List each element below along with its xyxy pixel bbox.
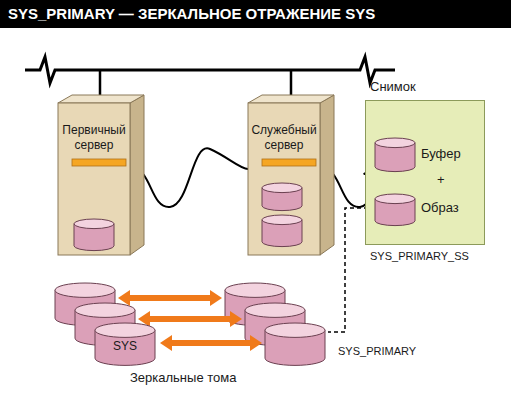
- node-label: Образ: [421, 200, 459, 215]
- node-label: Снимок: [370, 79, 416, 94]
- node-label: +: [437, 172, 445, 187]
- connector: [130, 148, 248, 207]
- disk-cylinder: [375, 194, 415, 226]
- node-shape: [58, 95, 144, 255]
- disk-cylinder: [375, 138, 415, 172]
- disk-cylinder: [95, 323, 155, 365]
- disk-cylinder: [265, 323, 325, 365]
- node-shape: [248, 95, 334, 255]
- title-bar: SYS_PRIMARY — ЗЕРКАЛЬНОЕ ОТРАЖЕНИЕ SYS: [0, 0, 511, 28]
- network-line: [25, 57, 395, 83]
- diagram-label: SYS_PRIMARY: [338, 345, 416, 357]
- diagram-title: SYS_PRIMARY — ЗЕРКАЛЬНОЕ ОТРАЖЕНИЕ SYS: [8, 5, 375, 22]
- node-shape: [365, 100, 485, 245]
- node-label: SYS_PRIMARY_SS: [370, 250, 469, 262]
- diagram-label: Зеркальные тома: [130, 370, 236, 385]
- mirror-arrow: [160, 335, 262, 351]
- node-label: Служебный сервер: [250, 123, 318, 153]
- snapshot-panel: СнимокБуфер+ОбразSYS_PRIMARY_SS: [365, 100, 485, 245]
- drive-slot: [262, 159, 316, 166]
- disk-cylinder: [262, 183, 302, 211]
- server-tower: Первичный сервер: [58, 95, 144, 255]
- drive-slot: [72, 159, 126, 166]
- disk-cylinder: [262, 215, 302, 247]
- node-label: SYS: [95, 339, 155, 354]
- disk-cylinder: [74, 219, 114, 251]
- disk-cylinder: SYS: [95, 323, 155, 367]
- node-label: Буфер: [421, 146, 461, 161]
- server-tower: Служебный сервер: [248, 95, 334, 255]
- node-label: Первичный сервер: [60, 123, 128, 153]
- mirror-arrow: [138, 311, 242, 327]
- mirror-arrow: [118, 290, 222, 306]
